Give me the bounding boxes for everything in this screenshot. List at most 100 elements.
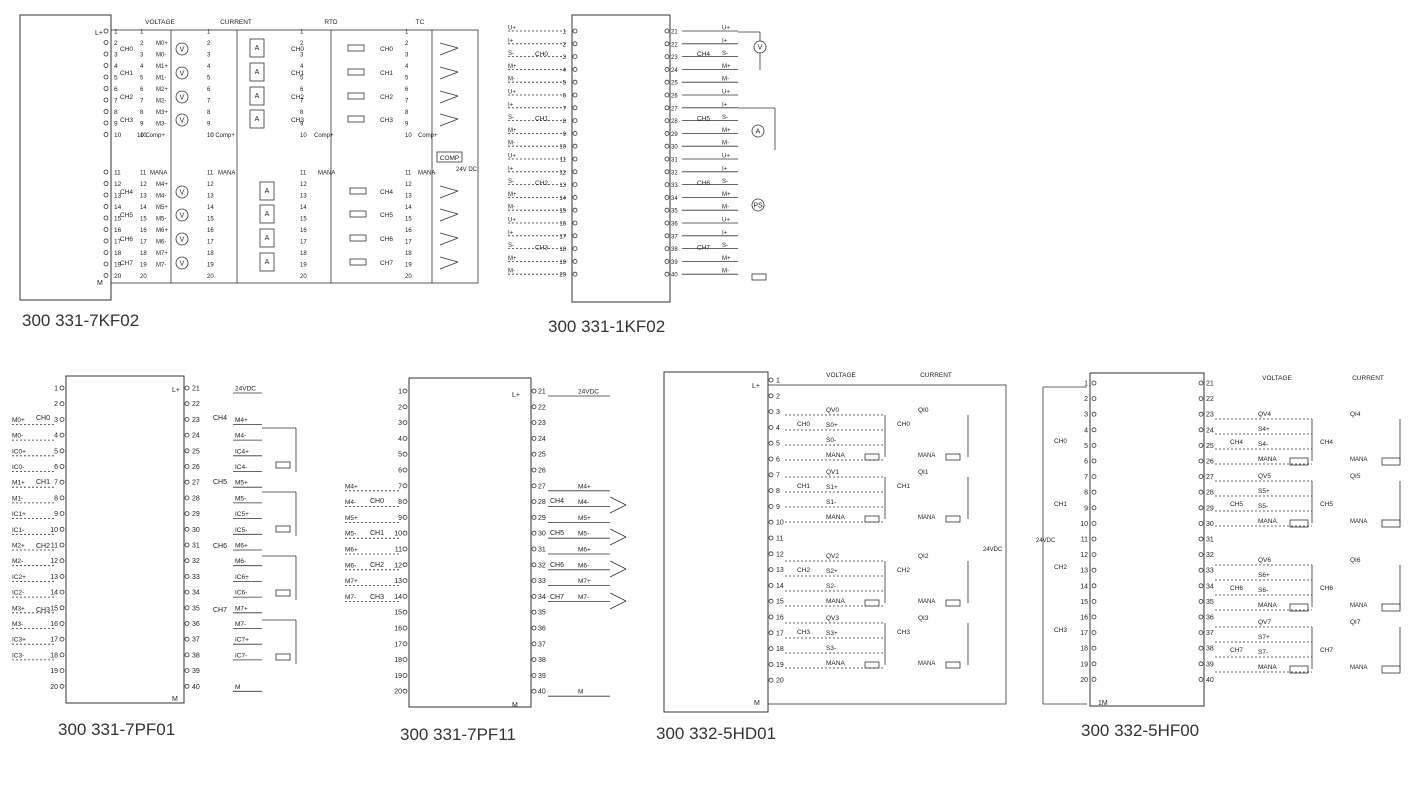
pin-5hf00-l4: 4 xyxy=(1084,427,1088,434)
pin-5hd01-6: 6 xyxy=(776,457,780,464)
pin-col-2-12: 12 xyxy=(300,182,307,188)
sig-7pf11-r12: M7+ xyxy=(578,578,591,585)
terminal-7pf11-r20 xyxy=(531,688,537,694)
terminal-7pf11-r4 xyxy=(531,435,537,441)
pin-col-0-19: 19 xyxy=(140,263,147,269)
sig-1kf02-l1: I+ xyxy=(508,38,514,44)
tc-group-ch1: CH1 xyxy=(380,70,393,77)
pin-7pf11-l3: 3 xyxy=(398,420,402,427)
voltmeter-icon-letter: V xyxy=(180,237,185,244)
terminal-5hf00-l2 xyxy=(1091,396,1097,402)
sig-7pf11-r0: 24VDC xyxy=(578,389,599,396)
sig-1kf02-l9: M- xyxy=(508,141,515,147)
pin-col-2-16: 16 xyxy=(300,228,307,234)
pin-col-3-14: 14 xyxy=(405,205,412,211)
terminal-1kf02-l16 xyxy=(572,220,578,226)
caption-7pf11: 300 331-7PF11 xyxy=(400,725,516,744)
terminal-7pf11-l5 xyxy=(402,451,408,457)
pin-5hd01-15: 15 xyxy=(776,599,784,606)
pin-col-2-2: 2 xyxy=(300,41,304,47)
pin-7pf11-l15: 15 xyxy=(394,610,402,617)
sig-7pf01-l13: IC2- xyxy=(12,590,24,597)
pin-7pf01-l10: 10 xyxy=(50,527,58,534)
pin-5hf00-r13: 33 xyxy=(1206,568,1214,575)
terminal-7pf11-r15 xyxy=(531,609,537,615)
pin-7pf01-l1: 1 xyxy=(54,386,58,393)
terminal-7kf02-17 xyxy=(103,238,109,244)
m-7pf01: M xyxy=(172,696,178,703)
pin-col-1-20: 20 xyxy=(207,274,214,280)
terminal-5hd01-14 xyxy=(768,583,774,588)
tc-lead xyxy=(609,568,627,578)
pin-7pf11-l11: 11 xyxy=(395,547,402,554)
ammeter-letter: A xyxy=(265,188,270,195)
group-7kf02-ch4: CH4 xyxy=(120,189,133,196)
load-resistor-icon xyxy=(864,599,880,607)
terminal-5hf00-l12 xyxy=(1091,552,1097,557)
terminal-1kf02-r2 xyxy=(664,41,670,47)
terminal-5hf00-r8 xyxy=(1198,489,1204,495)
pin-col-1-4: 4 xyxy=(207,64,211,70)
rtd-resistor-icon xyxy=(275,461,291,469)
terminal-5hf00-l16 xyxy=(1091,614,1097,620)
sig-7pf01-l16: IC3+ xyxy=(12,637,26,644)
sig-7pf01-r19: M xyxy=(235,684,240,691)
pin-7pf11-l17: 17 xyxy=(394,641,402,648)
pin-col-0-9: 9 xyxy=(140,122,144,128)
mana-5hf00-3: MANA xyxy=(1350,665,1367,671)
pin-col-1-18: 18 xyxy=(207,251,214,257)
mana-label: MANA xyxy=(218,171,235,177)
pin-col-2-9: 9 xyxy=(300,122,304,128)
pin-col-3-7: 7 xyxy=(405,99,409,105)
terminal-7pf01-r8 xyxy=(184,495,190,501)
pin-5hd01-3: 3 xyxy=(776,409,780,416)
pin-col-1-14: 14 xyxy=(207,205,214,211)
pin-7pf01-l15: 15 xyxy=(50,605,58,612)
sig-7pf11-r13: M7- xyxy=(578,594,589,601)
voltmeter-icon xyxy=(175,42,189,56)
pin-col-2-6: 6 xyxy=(300,87,304,93)
group-7pf11-ch3: CH3 xyxy=(370,594,384,601)
pin-5hf00-r15: 35 xyxy=(1206,599,1214,606)
sig-7pf01-r2: M4+ xyxy=(235,417,248,424)
pin-col-1-6: 6 xyxy=(207,87,211,93)
comp-label: 10 Comp+ xyxy=(137,133,165,139)
terminal-7pf11-r13 xyxy=(531,578,537,583)
pin-7kf02-1: 1 xyxy=(114,29,118,36)
pin-7pf01-l17: 17 xyxy=(50,637,58,644)
ammeter-letter: A xyxy=(265,259,270,266)
lplus-7kf02: L+ xyxy=(95,30,103,37)
vsig-5hd01-11: MANA xyxy=(826,598,845,605)
terminal-5hf00-l7 xyxy=(1091,474,1097,480)
pin-1kf02-r1: 21 xyxy=(671,30,678,36)
pin-7pf11-r2: 22 xyxy=(538,404,546,411)
pin-col-0-2: 2 xyxy=(140,41,144,47)
sig-7pf01-r5: IC4- xyxy=(235,464,247,471)
comp-label: Comp+ xyxy=(418,133,438,139)
pin-1kf02-r4: 24 xyxy=(671,68,678,74)
m-5hd01: M xyxy=(754,700,760,707)
terminal-5hf00-r7 xyxy=(1198,474,1204,480)
terminal-7pf01-l16 xyxy=(59,621,65,626)
pin-7pf11-r20: 40 xyxy=(538,689,546,696)
sig-1kf02-r8: M+ xyxy=(722,128,731,134)
pin-col-2-10: 10 xyxy=(300,133,307,139)
pin-col-0-17: 17 xyxy=(140,240,147,246)
terminal-7pf11-l18 xyxy=(402,657,408,662)
terminal-7pf11-r16 xyxy=(531,625,537,631)
pin-7pf11-r12: 32 xyxy=(538,562,546,569)
vsig-5hf00-10: S6- xyxy=(1258,587,1268,594)
terminal-1kf02-r6 xyxy=(664,92,670,98)
sig-7pf01-l15: M3- xyxy=(12,621,23,628)
sig-7pf01-r16: IC7+ xyxy=(235,637,249,644)
tc-lead xyxy=(609,504,627,514)
sig-1kf02-r4: M- xyxy=(722,77,729,83)
voltmeter-icon-letter: V xyxy=(180,71,185,78)
voltmeter-icon xyxy=(175,185,189,199)
terminal-7pf11-r11 xyxy=(531,546,537,552)
pin-7pf01-r12: 32 xyxy=(192,558,200,565)
terminal-7pf01-r1 xyxy=(184,385,190,391)
caption-7kf02: 300 331-7KF02 xyxy=(22,311,140,330)
terminal-7pf01-r17 xyxy=(184,636,190,642)
pin-7kf02-20: 20 xyxy=(114,273,122,280)
